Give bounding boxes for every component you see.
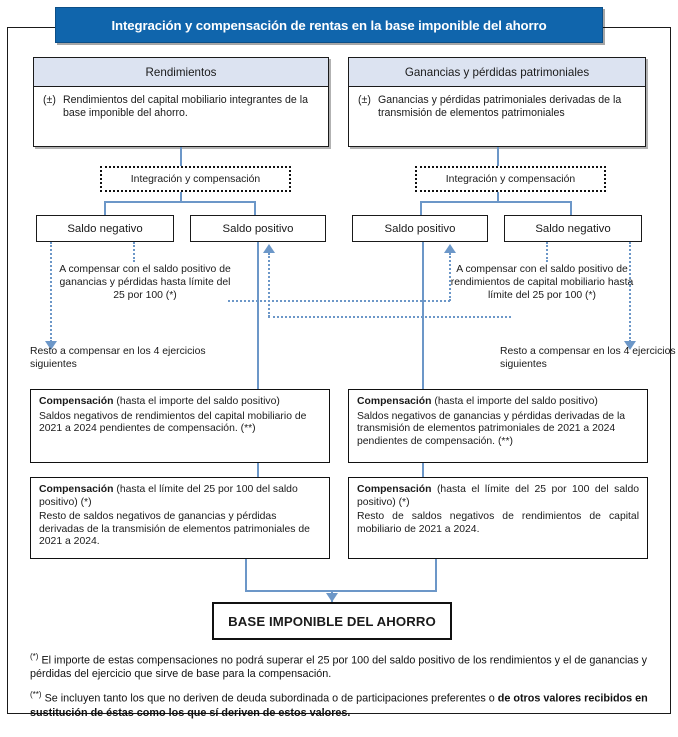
- base-imponible-label: BASE IMPONIBLE DEL AHORRO: [228, 613, 436, 629]
- saldo-positivo-right-label: Saldo positivo: [384, 222, 456, 235]
- connector-left-comp2-down: [245, 559, 248, 592]
- compensacion-left-2-body: Resto de saldos negativos de ganancias y…: [39, 511, 310, 548]
- connector-right-integration-bus: [420, 201, 572, 204]
- base-imponible-box: BASE IMPONIBLE DEL AHORRO: [212, 602, 452, 640]
- dotted-right-negativo-down: [629, 242, 631, 342]
- compensacion-left-2-paren: (hasta el límite del 25 por 100 del sald…: [39, 484, 298, 508]
- footnote-2-text-normal: Se incluyen tanto los que no deriven de …: [44, 692, 498, 705]
- compensacion-right-2-body: Resto de saldos negativos de rendimiento…: [357, 511, 639, 535]
- connector-left-body-to-integration: [180, 147, 183, 167]
- compensacion-box-right-2: Compensación (hasta el límite del 25 por…: [348, 477, 648, 559]
- connector-left-to-negativo: [104, 201, 107, 216]
- footnote-1: (*) El importe de estas compensaciones n…: [30, 650, 650, 682]
- column-header-ganancias: Ganancias y pérdidas patrimoniales: [348, 57, 646, 87]
- compensacion-left-1-lead: Compensación: [39, 396, 114, 407]
- offset-note-right: A compensar con el saldo positivo de ren…: [450, 264, 634, 302]
- footnote-1-mark: (*): [30, 652, 39, 661]
- column-body-text-left: Rendimientos del capital mobiliario inte…: [63, 94, 308, 120]
- connector-right-integration-stem: [497, 192, 500, 202]
- integration-box-right-label: Integración y compensación: [445, 173, 576, 185]
- compensacion-box-right-1: Compensación (hasta el importe del saldo…: [348, 389, 648, 463]
- saldo-positivo-left: Saldo positivo: [190, 215, 326, 242]
- column-body-rendimientos: (±) Rendimientos del capital mobiliario i…: [33, 87, 329, 147]
- dotted-route-up-right-positivo: [449, 253, 451, 301]
- saldo-negativo-right-label: Saldo negativo: [535, 222, 611, 235]
- dotted-route-right-to-left-positivo: [268, 316, 511, 318]
- compensacion-box-left-1: Compensación (hasta el importe del saldo…: [30, 389, 330, 463]
- dotted-route-up-left-positivo: [268, 253, 270, 317]
- connector-left-positivo-down: [257, 242, 260, 389]
- arrowhead-up-right-positivo: [444, 244, 456, 253]
- saldo-positivo-right: Saldo positivo: [352, 215, 488, 242]
- compensacion-box-left-2: Compensación (hasta el límite del 25 por…: [30, 477, 330, 559]
- footnote-2-text-bold: de otros valores recibidos en sustitució…: [30, 692, 648, 719]
- saldo-positivo-left-label: Saldo positivo: [222, 222, 294, 235]
- arrowhead-base-imponible: [326, 593, 338, 602]
- arrowhead-right-resto: [624, 341, 636, 350]
- compensacion-right-1-lead: Compensación: [357, 396, 432, 407]
- column-header-label: Rendimientos: [145, 65, 217, 79]
- column-header-label-right: Ganancias y pérdidas patrimoniales: [404, 65, 590, 79]
- connector-right-to-positivo: [420, 201, 423, 216]
- dotted-left-negativo-down: [50, 242, 52, 342]
- arrowhead-up-left-positivo: [263, 244, 275, 253]
- footnotes: (*) El importe de estas compensaciones n…: [30, 650, 650, 726]
- saldo-negativo-left: Saldo negativo: [36, 215, 174, 242]
- compensacion-right-1-body: Saldos negativos de ganancias y pérdidas…: [357, 410, 626, 447]
- carryforward-note-left: Resto a compensar en los 4 ejercicios si…: [30, 346, 206, 371]
- footnote-1-text: El importe de estas compensaciones no po…: [30, 654, 648, 681]
- dotted-left-negativo-to-note: [133, 242, 135, 262]
- connector-right-comp1-to-comp2: [422, 463, 425, 478]
- carryforward-note-right: Resto a compensar en los 4 ejercicios si…: [500, 346, 676, 371]
- compensacion-right-1-paren: (hasta el importe del saldo positivo): [434, 396, 598, 407]
- saldo-negativo-right: Saldo negativo: [504, 215, 642, 242]
- connector-left-integration-stem: [180, 192, 183, 202]
- connector-right-body-to-integration: [497, 147, 500, 167]
- plusminus-sign-left: (±): [43, 94, 56, 106]
- dotted-right-negativo-to-note: [546, 242, 548, 262]
- plusminus-sign-right: (±): [358, 94, 371, 106]
- column-body-ganancias: (±) Ganancias y pérdidas patrimoniales de…: [348, 87, 646, 147]
- compensacion-left-2-lead: Compensación: [39, 484, 114, 495]
- connector-right-to-negativo: [570, 201, 573, 216]
- integration-box-right: Integración y compensación: [415, 166, 606, 192]
- compensacion-right-2-lead: Compensación: [357, 484, 432, 495]
- saldo-negativo-left-label: Saldo negativo: [67, 222, 143, 235]
- arrowhead-left-resto: [45, 341, 57, 350]
- connector-right-comp2-down: [435, 559, 438, 592]
- connector-left-to-positivo: [254, 201, 257, 216]
- connector-left-comp1-to-comp2: [257, 463, 260, 478]
- integration-box-left-label: Integración y compensación: [130, 173, 261, 185]
- page-title: Integración y compensación de rentas en …: [55, 7, 603, 43]
- dotted-route-left-to-right-positivo: [228, 300, 450, 302]
- connector-merge-bus: [245, 590, 437, 593]
- connector-left-integration-bus: [104, 201, 256, 204]
- column-header-rendimientos: Rendimientos: [33, 57, 329, 87]
- footnote-2: (**) Se incluyen tanto los que no derive…: [30, 688, 650, 720]
- footnote-2-mark: (**): [30, 690, 42, 700]
- column-body-text-right: Ganancias y pérdidas patrimoniales deriv…: [378, 94, 622, 120]
- compensacion-right-2-paren: (hasta el límite del 25 por 100 del sald…: [357, 484, 640, 508]
- connector-right-positivo-down: [422, 242, 425, 389]
- compensacion-left-1-body: Saldos negativos de rendimientos del cap…: [39, 410, 307, 435]
- compensacion-left-1-paren: (hasta el importe del saldo positivo): [116, 396, 280, 407]
- offset-note-left: A compensar con el saldo positivo de gan…: [59, 264, 231, 302]
- integration-box-left: Integración y compensación: [100, 166, 291, 192]
